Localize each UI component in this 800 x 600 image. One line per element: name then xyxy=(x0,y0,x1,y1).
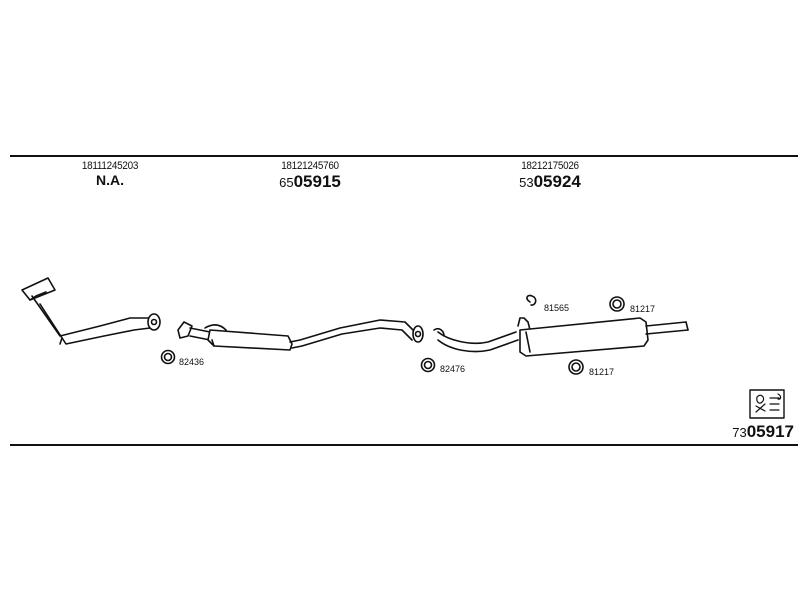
part-number-middle: 6505915 xyxy=(255,172,365,192)
kit-prefix: 73 xyxy=(732,425,747,440)
hardware-number-gasket-top: 81217 xyxy=(630,304,656,314)
rear-silencer-pipe xyxy=(433,317,689,357)
oe-number-rear: 18212175026 xyxy=(521,160,579,172)
section-middle-header: 18121245760 6505915 xyxy=(255,160,365,192)
bottom-rule xyxy=(10,444,798,446)
part-number-front-pipe: N.A. xyxy=(96,172,124,188)
gasket-ring-icon xyxy=(568,359,584,375)
hardware-number-hanger: 81565 xyxy=(544,303,570,313)
section-front-pipe-header: 18111245203 N.A. xyxy=(60,160,160,188)
gasket-ring-icon xyxy=(609,296,625,312)
section-rear-header: 18212175026 5305924 xyxy=(495,160,605,192)
oe-number-front-pipe: 18111245203 xyxy=(81,160,139,172)
kit-number: 7305917 xyxy=(732,422,794,442)
clamp-ring-icon xyxy=(160,349,176,365)
part-main-middle: 05915 xyxy=(293,172,341,191)
hardware-rings xyxy=(160,294,625,375)
part-main-rear: 05924 xyxy=(533,172,581,191)
middle-silencer-pipe xyxy=(177,319,424,351)
clamp-ring-icon xyxy=(420,357,436,373)
kit-main: 05917 xyxy=(746,422,794,441)
top-rule xyxy=(10,155,798,157)
catalog-icon xyxy=(749,389,785,419)
front-pipe xyxy=(21,277,161,345)
oe-number-middle: 18121245760 xyxy=(281,160,339,172)
part-prefix-middle: 65 xyxy=(279,175,294,190)
hanger-icon xyxy=(526,294,537,306)
part-number-rear: 5305924 xyxy=(495,172,605,192)
part-prefix-rear: 53 xyxy=(519,175,534,190)
hardware-number-gasket-bottom: 81217 xyxy=(589,367,615,377)
hardware-number-clamp-middle: 82476 xyxy=(440,364,466,374)
hardware-number-clamp-front: 82436 xyxy=(179,357,205,367)
